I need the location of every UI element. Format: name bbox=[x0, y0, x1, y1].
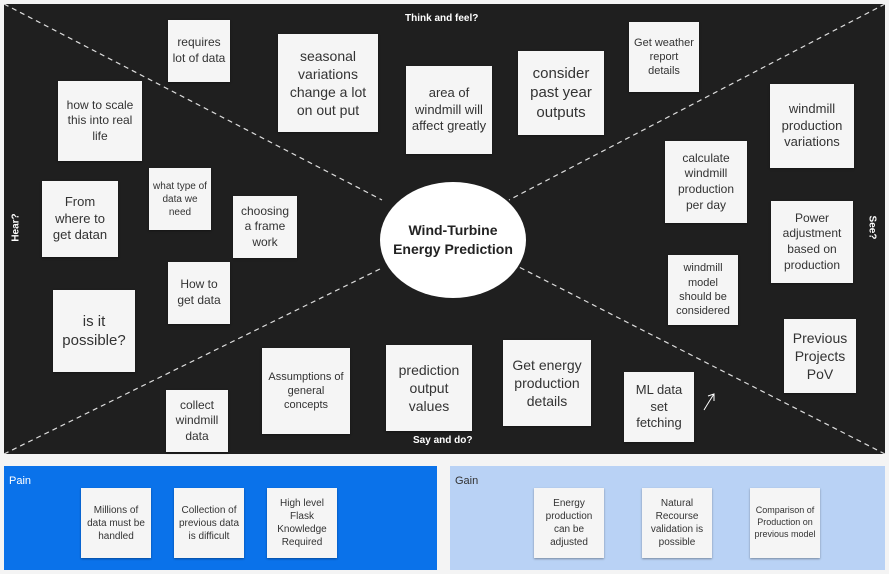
gain-title: Gain bbox=[455, 475, 479, 487]
sticky-note[interactable]: Get energy production details bbox=[503, 340, 591, 426]
sticky-note[interactable]: windmill model should be considered bbox=[668, 255, 738, 325]
gain-note[interactable]: Comparison of Production on previous mod… bbox=[750, 488, 820, 558]
sticky-note[interactable]: From where to get datan bbox=[42, 181, 118, 257]
pain-note[interactable]: Collection of previous data is difficult bbox=[174, 488, 244, 558]
sticky-note[interactable]: Power adjustment based on production bbox=[771, 201, 853, 283]
pain-title: Pain bbox=[9, 475, 32, 487]
sticky-note[interactable]: requires lot of data bbox=[168, 20, 230, 82]
say-and-do-label: Say and do? bbox=[413, 435, 473, 446]
sticky-note[interactable]: area of windmill will affect greatly bbox=[406, 66, 492, 154]
pain-panel: Pain Millions of data must be handled Co… bbox=[4, 466, 437, 570]
sticky-note[interactable]: windmill production variations bbox=[770, 84, 854, 168]
center-topic: Wind-Turbine Energy Prediction bbox=[380, 182, 526, 298]
sticky-note[interactable]: seasonal variations change a lot on out … bbox=[278, 34, 378, 132]
sticky-note[interactable]: Assumptions of general concepts bbox=[262, 348, 350, 434]
sticky-note[interactable]: how to scale this into real life bbox=[58, 81, 142, 161]
sticky-note[interactable]: consider past year outputs bbox=[518, 51, 604, 135]
sticky-note[interactable]: How to get data bbox=[168, 262, 230, 324]
gain-note[interactable]: Energy production can be adjusted bbox=[534, 488, 604, 558]
empathy-map-board: Think and feel? Say and do? Hear? See? W… bbox=[4, 4, 885, 454]
sticky-note[interactable]: ML data set fetching bbox=[624, 372, 694, 442]
sticky-note[interactable]: prediction output values bbox=[386, 345, 472, 431]
pain-note[interactable]: Millions of data must be handled bbox=[81, 488, 151, 558]
gain-panel: Gain Energy production can be adjusted N… bbox=[450, 466, 885, 570]
sticky-note[interactable]: is it possible? bbox=[53, 290, 135, 372]
pain-note[interactable]: High level Flask Knowledge Required bbox=[267, 488, 337, 558]
sticky-note[interactable]: Previous Projects PoV bbox=[784, 319, 856, 393]
hear-label: Hear? bbox=[10, 213, 22, 242]
see-label: See? bbox=[866, 215, 878, 240]
sticky-note[interactable]: what type of data we need bbox=[149, 168, 211, 230]
gain-note[interactable]: Natural Recourse validation is possible bbox=[642, 488, 712, 558]
sticky-note[interactable]: calculate windmill production per day bbox=[665, 141, 747, 223]
think-and-feel-label: Think and feel? bbox=[405, 13, 479, 24]
sticky-note[interactable]: choosing a frame work bbox=[233, 196, 297, 258]
sticky-note[interactable]: Get weather report details bbox=[629, 22, 699, 92]
quadrant-diagonals bbox=[4, 4, 885, 454]
sticky-note[interactable]: collect windmill data bbox=[166, 390, 228, 452]
